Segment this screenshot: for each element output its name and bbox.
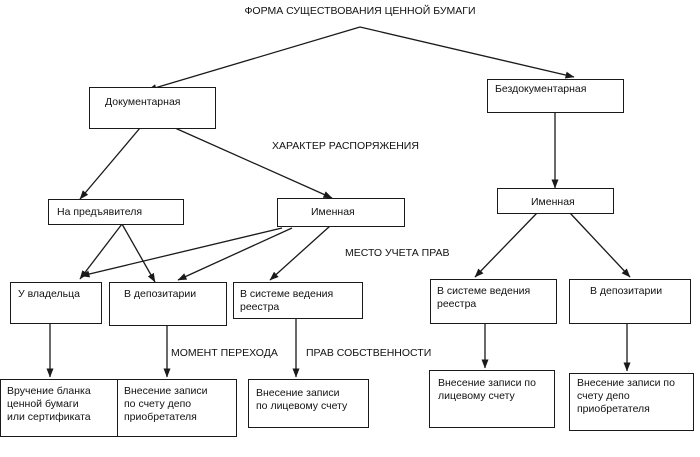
- box-label-line: На предъявителя: [57, 206, 142, 218]
- box-frame: [569, 279, 691, 324]
- box-label-line: приобретателя: [124, 411, 197, 423]
- node-registered-paperless: Именная: [497, 188, 614, 214]
- box-label-line: Внесение записи: [256, 387, 340, 399]
- box-label-line: Внесение записи: [124, 385, 208, 397]
- label-ownership-transfer-moment-a: МОМЕНТ ПЕРЕХОДА: [171, 347, 278, 359]
- box-label-line: У владельца: [18, 288, 80, 300]
- arrow-registered-to-owner: [80, 227, 283, 278]
- arrow-documentary-to-bearer: [79, 127, 141, 200]
- label-ownership-transfer-moment-b: ПРАВ СОБСТВЕННОСТИ: [306, 347, 431, 359]
- node-at-owner: У владельца: [10, 282, 102, 324]
- section-labels: ФОРМА СУЩЕСТВОВАНИЯ ЦЕННОЙ БУМАГИ ХАРАКТ…: [171, 4, 476, 359]
- box-frame: [117, 379, 237, 437]
- box-label-line: Вручение бланка: [7, 385, 91, 397]
- box-label-line: Именная: [531, 196, 575, 208]
- node-in-depository-right: В депозитарии: [569, 279, 691, 324]
- box-label-line: Именная: [311, 206, 355, 218]
- box-frame: [10, 282, 102, 324]
- box-label-line: счету депо: [577, 390, 630, 402]
- box-frame: [233, 282, 363, 319]
- arrow-bearer-to-depository: [121, 223, 156, 283]
- box-label-line: В депозитарии: [124, 288, 196, 300]
- node-paperless: Бездокументарная: [487, 79, 624, 113]
- box-label-line: Внесение записи по: [577, 377, 675, 389]
- box-frame: [0, 379, 118, 437]
- box-label-line: или сертификата: [7, 411, 91, 423]
- node-bearer: На предъявителя: [48, 199, 184, 225]
- box-frame: [277, 198, 405, 227]
- arrow-documentary-to-registered: [174, 127, 333, 199]
- label-rights-accounting-place: МЕСТО УЧЕТА ПРАВ: [345, 247, 450, 259]
- box-label-line: ценной бумаги: [7, 398, 79, 410]
- box-frame: [429, 370, 555, 428]
- box-frame: [487, 79, 624, 113]
- node-registered: Именная: [277, 198, 405, 227]
- arrow-registered-to-depository: [177, 227, 293, 281]
- box-label-line: по счету депо: [124, 398, 191, 410]
- box-label-line: реестра: [240, 301, 279, 313]
- label-disposal-nature: ХАРАКТЕР РАСПОРЯЖЕНИЯ: [272, 140, 419, 152]
- box-label-line: лицевому счету: [438, 390, 516, 402]
- box-label-line: Бездокументарная: [495, 83, 586, 95]
- arrow-title-to-paperless: [359, 26, 575, 79]
- box-label-line: Внесение записи по: [438, 377, 536, 389]
- box-frame: [109, 282, 227, 326]
- box-frame: [48, 199, 184, 225]
- box-frame: [430, 279, 557, 324]
- nodes: Документарная Бездокументарная На предъя…: [0, 79, 694, 437]
- box-frame: [569, 373, 694, 431]
- arrow-registered-to-registry: [269, 225, 331, 281]
- box-label-line: В депозитарии: [590, 285, 662, 297]
- diagram-title: ФОРМА СУЩЕСТВОВАНИЯ ЦЕННОЙ БУМАГИ: [244, 4, 475, 17]
- box-frame: [89, 87, 216, 129]
- box-label-line: Документарная: [105, 96, 180, 108]
- arrow-bearer-to-owner: [79, 223, 123, 280]
- node-in-depository-left: В депозитарии: [109, 282, 227, 326]
- node-documentary: Документарная: [89, 87, 216, 129]
- arrows: [46, 26, 631, 378]
- arrow-registered-right-to-registry: [474, 212, 538, 278]
- box-label-line: В системе ведения: [437, 285, 530, 297]
- box-frame: [248, 379, 369, 428]
- box-label-line: приобретателя: [577, 403, 650, 415]
- arrow-registered-right-to-depository: [569, 212, 631, 278]
- box-label-line: В системе ведения: [240, 288, 333, 300]
- box-label-line: по лицевому счету: [256, 400, 348, 412]
- arrow-title-to-documentary: [147, 26, 361, 91]
- box-frame: [497, 188, 614, 214]
- box-label-line: реестра: [437, 298, 476, 310]
